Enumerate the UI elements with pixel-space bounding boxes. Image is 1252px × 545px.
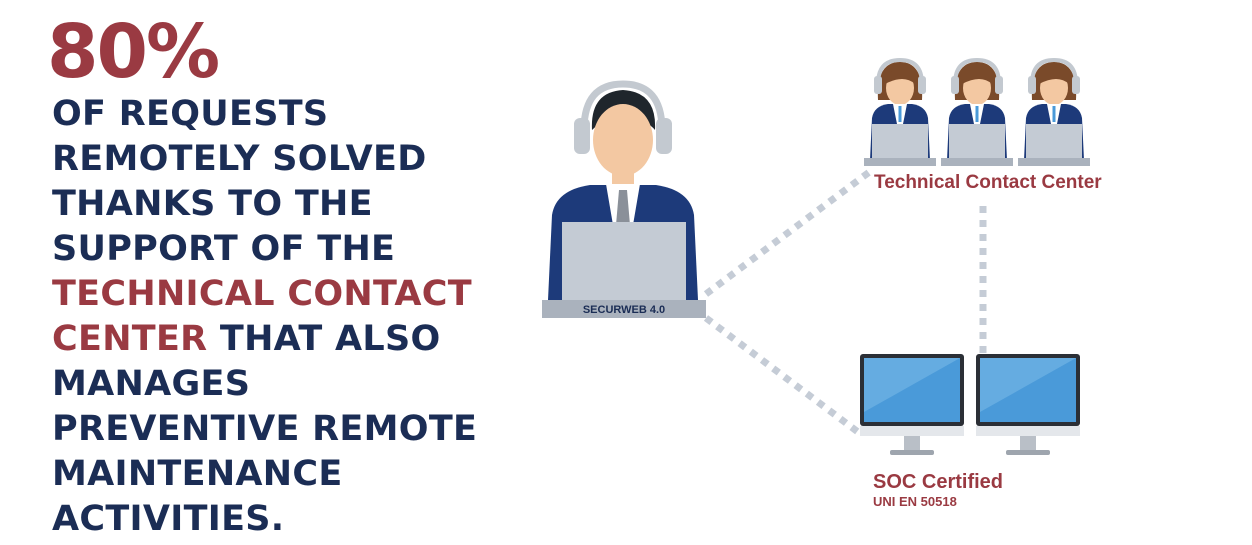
female-agent-icon: [1018, 57, 1090, 166]
connector-operator-to-soc: [703, 315, 861, 435]
headline-segment: ACTIVITIES.: [52, 499, 285, 539]
headline-segment: MANAGES: [52, 364, 251, 404]
headline-line: SUPPORT OF THE: [52, 227, 395, 271]
contact-center-agents: [864, 57, 1090, 166]
headline-line: TECHNICAL CONTACT: [52, 272, 472, 316]
headline-segment: THAT ALSO: [207, 319, 441, 359]
headline-segment: REMOTELY SOLVED: [52, 139, 427, 179]
soc-label: SOC Certified: [873, 471, 1003, 493]
soc-monitors: [860, 354, 1080, 455]
headline-line: PREVENTIVE REMOTE: [52, 407, 477, 451]
laptop-label: SECURWEB 4.0: [583, 304, 665, 316]
headline-segment: THANKS TO THE: [52, 184, 373, 224]
connector-operator-to-contact-center: [703, 167, 875, 297]
female-agent-icon: [941, 57, 1013, 166]
monitor-icon: [976, 354, 1080, 455]
headline-line: MAINTENANCE: [52, 452, 343, 496]
headline-accent-text: TECHNICAL CONTACT: [52, 274, 472, 314]
headline-segment: SUPPORT OF THE: [52, 229, 396, 269]
headline-accent-text: CENTER: [52, 319, 208, 359]
headline-line: OF REQUESTS: [52, 92, 328, 136]
headline-line: ACTIVITIES.: [52, 497, 284, 541]
connector-lines: [703, 167, 987, 435]
headline-line: MANAGES: [52, 362, 250, 406]
headline-line: REMOTELY SOLVED: [52, 137, 427, 181]
headline-segment: MAINTENANCE: [52, 454, 343, 494]
operator-headset-icon: SECURWEB 4.0: [542, 80, 706, 318]
female-agent-icon: [864, 57, 936, 166]
contact-center-label: Technical Contact Center: [874, 172, 1102, 193]
soc-sublabel: UNI EN 50518: [873, 494, 957, 509]
headline-segment: OF REQUESTS: [52, 94, 329, 134]
headline-block: 80% OF REQUESTS REMOTELY SOLVED THANKS TO …: [0, 0, 540, 545]
headline-line: CENTER THAT ALSO: [52, 317, 441, 361]
headline-line: THANKS TO THE: [52, 182, 373, 226]
headline-segment: PREVENTIVE REMOTE: [52, 409, 478, 449]
headline-stat: 80%: [47, 9, 220, 95]
monitor-icon: [860, 354, 964, 455]
